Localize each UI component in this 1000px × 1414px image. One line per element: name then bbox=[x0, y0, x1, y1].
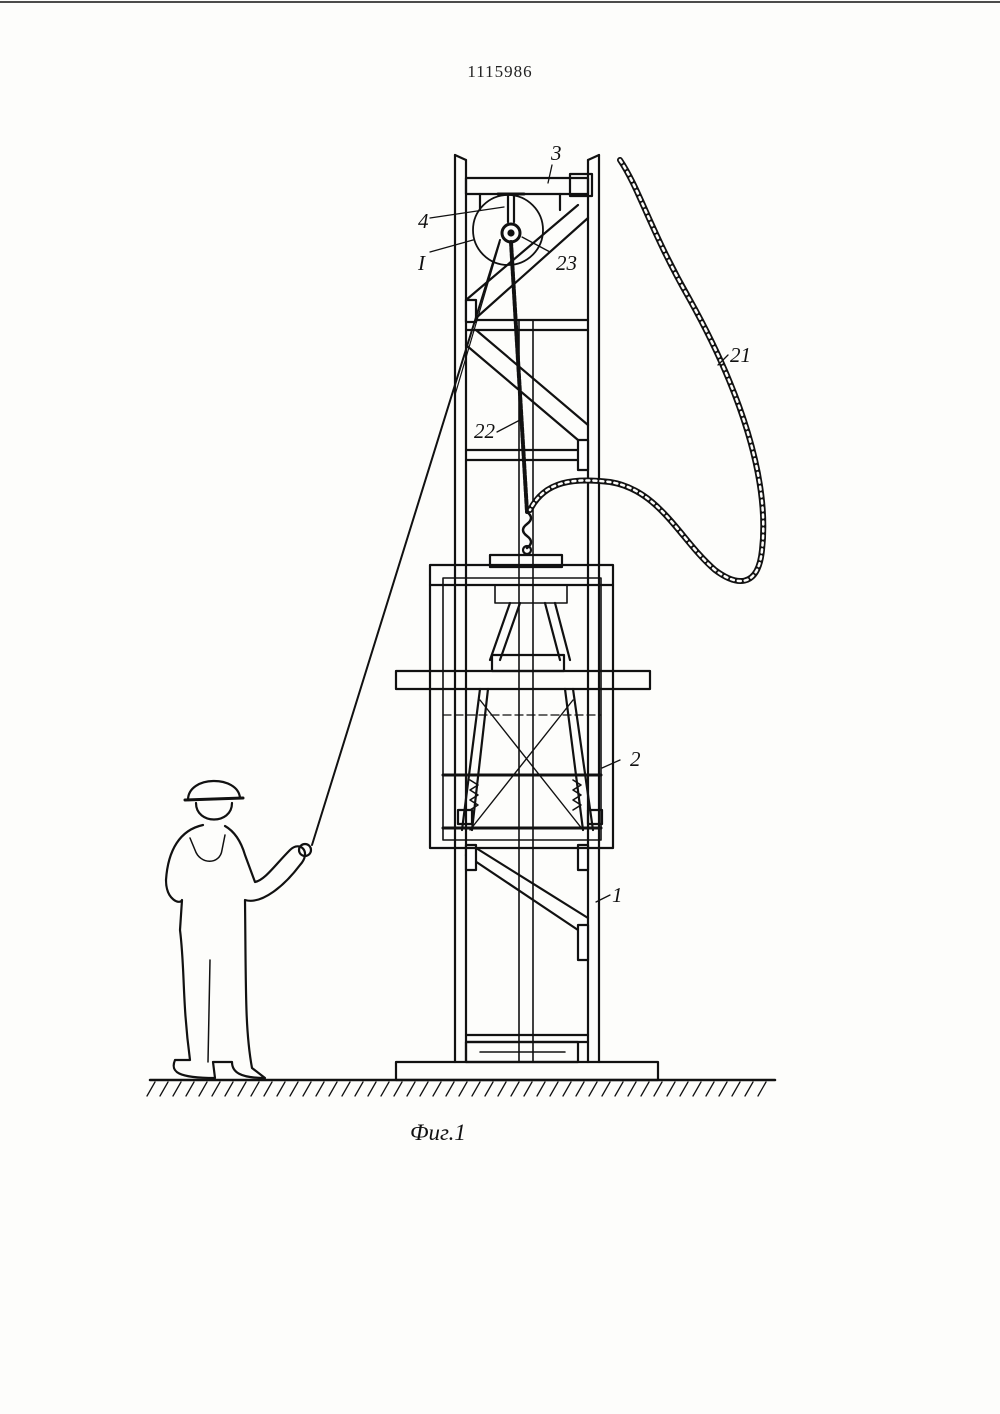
label-1: 1 bbox=[612, 883, 623, 907]
label-2: 2 bbox=[630, 747, 641, 771]
work-platform bbox=[394, 669, 652, 691]
label-21: 21 bbox=[730, 343, 751, 367]
document-number: 1115986 bbox=[467, 62, 533, 81]
power-cable-21 bbox=[527, 157, 767, 584]
control-rope bbox=[311, 239, 501, 846]
label-22: 22 bbox=[474, 419, 496, 443]
ground-hatching bbox=[146, 1078, 777, 1097]
label-23: 23 bbox=[556, 251, 577, 275]
label-4: 4 bbox=[418, 209, 429, 233]
pulley-block bbox=[496, 192, 526, 244]
hanging-chain bbox=[509, 240, 529, 514]
base-plate bbox=[394, 1060, 660, 1082]
mast bbox=[453, 153, 601, 1064]
label-I: I bbox=[417, 251, 426, 275]
top-beam bbox=[464, 172, 594, 212]
worker-figure bbox=[164, 779, 313, 1080]
leader-lines bbox=[429, 164, 729, 903]
label-3: 3 bbox=[550, 141, 562, 165]
figure-caption: Фиг.1 bbox=[410, 1120, 466, 1145]
carriage bbox=[394, 553, 652, 850]
